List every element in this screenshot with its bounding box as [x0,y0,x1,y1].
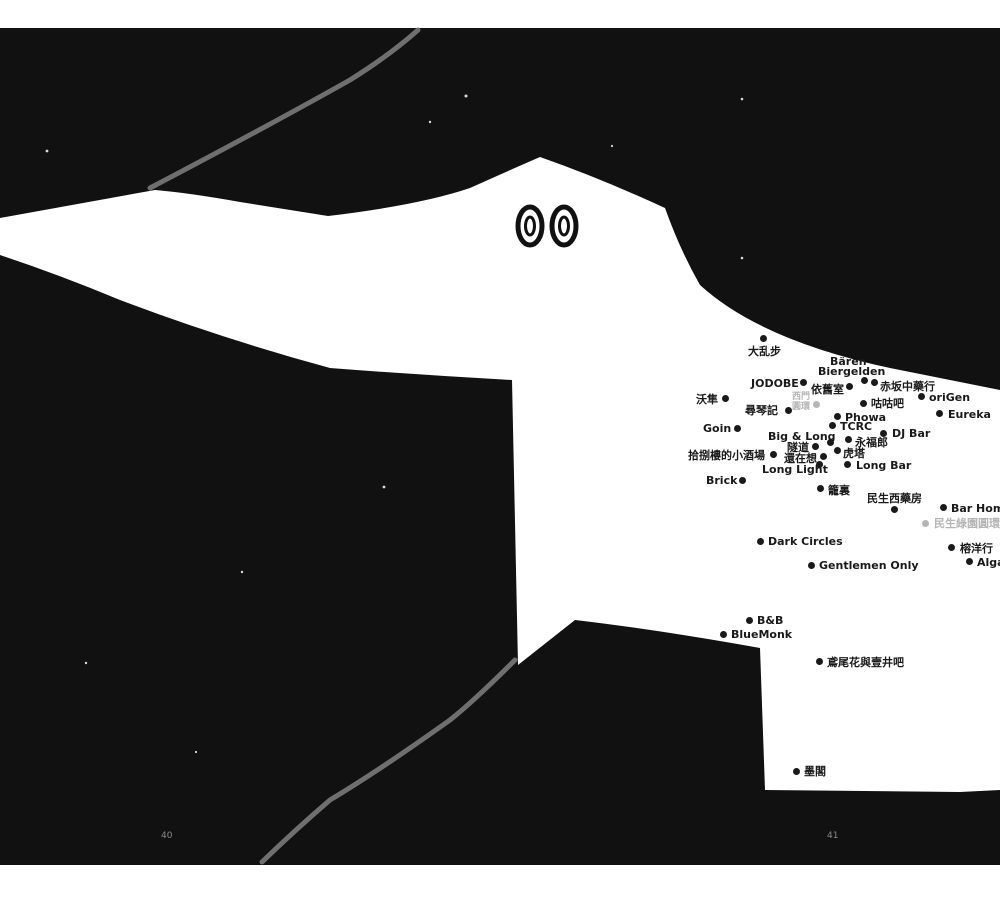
place-dot[interactable] [793,768,800,775]
place-dot[interactable] [757,538,764,545]
place-dot[interactable] [800,379,807,386]
place-label: Bären [830,355,867,368]
place-label: 尋琴記 [745,404,778,417]
place-label: TCRC [840,420,873,433]
place-dot[interactable] [948,544,955,551]
station-dot[interactable] [922,520,929,527]
place-dot[interactable] [918,393,925,400]
left-eye-icon [515,204,545,248]
place-label: 依舊室 [811,383,844,396]
place-dot[interactable] [861,377,868,384]
place-label: 沃隼 [696,393,718,406]
place-label: Big & Long [768,430,836,443]
place-dot[interactable] [940,504,947,511]
place-dot[interactable] [834,413,841,420]
place-label: 隧道 [787,441,809,454]
place-label: 拾捌樓的小酒場 [688,449,765,462]
place-label: 虎塔 [843,447,865,460]
place-label: Goin [703,422,732,435]
place-dot[interactable] [966,558,973,565]
place-dot[interactable] [734,425,741,432]
place-dot[interactable] [829,422,836,429]
place-label: B&B [757,614,784,627]
place-dot[interactable] [739,477,746,484]
station-dot[interactable] [813,401,820,408]
place-label: 榕洋行 [960,542,993,555]
place-dot[interactable] [770,451,777,458]
place-dot[interactable] [760,335,767,342]
road-lower [259,657,518,865]
place-label: 大乱步 [748,345,781,358]
place-dot[interactable] [936,410,943,417]
place-dot[interactable] [871,379,878,386]
place-dot[interactable] [812,443,819,450]
place-dot[interactable] [746,617,753,624]
place-label: 墨閣 [804,765,826,778]
place-label: Gentlemen Only [819,559,919,572]
page-number-right: 41 [827,831,839,841]
place-label: Long Bar [856,459,912,472]
place-dot[interactable] [816,461,823,468]
place-label: 民生西藥房 [867,492,922,505]
place-dot[interactable] [827,439,834,446]
place-label: BlueMonk [731,628,793,641]
star-speckles [45,94,744,754]
station-label-ximen: 西門 圓環 [792,392,811,412]
place-dot[interactable] [834,447,841,454]
place-label: 籠裏 [828,484,850,497]
place-label: Phowa [845,411,887,424]
place-label: 永福郎 [855,436,888,449]
place-dot[interactable] [816,658,823,665]
place-label: Dark Circles [768,535,843,548]
place-label: Long Light [762,463,828,476]
place-label: Brick [706,474,738,487]
place-label: DJ Bar [892,427,931,440]
place-dot[interactable] [808,562,815,569]
road-upper [147,27,421,191]
place-label: JODOBE [751,377,799,390]
place-dot[interactable] [844,461,851,468]
place-label: Alga [977,556,1000,569]
place-label: 赤坂中藥行 [880,380,935,393]
page-number-left: 40 [161,831,173,841]
place-label: Bar Home [951,502,1000,515]
place-dot[interactable] [845,436,852,443]
ghost-eyes [515,204,579,248]
place-dot[interactable] [817,485,824,492]
place-dot[interactable] [785,407,792,414]
right-eye-icon [549,204,579,248]
place-dot[interactable] [846,383,853,390]
place-dot[interactable] [722,395,729,402]
place-label: Biergelden [818,365,886,378]
place-label: 鳶尾花與壹井吧 [827,656,904,669]
place-dot[interactable] [860,400,867,407]
place-dot[interactable] [880,430,887,437]
place-label: oriGen [929,391,971,404]
place-dot[interactable] [820,453,827,460]
place-label: 咕咕吧 [871,397,904,410]
place-dot[interactable] [720,631,727,638]
land-ghost [0,157,1000,792]
place-label: 還在想 [784,452,817,465]
station-label-minsheng: 民生綠園圓環 [934,517,1000,530]
place-label: Eureka [948,408,991,421]
place-dot[interactable] [891,506,898,513]
